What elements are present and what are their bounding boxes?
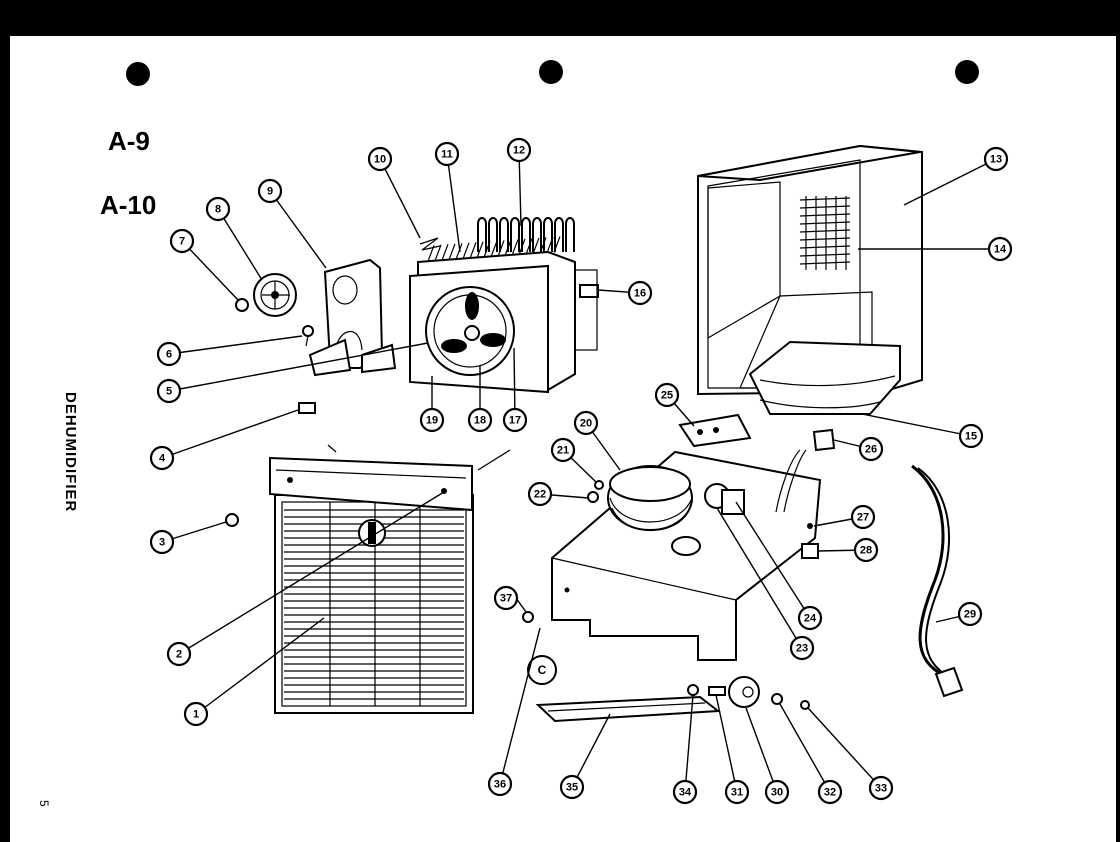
callout-10: 10	[367, 146, 393, 172]
callout-label: 29	[964, 609, 976, 621]
callout-15: 15	[958, 423, 984, 449]
callout-25: 25	[654, 382, 680, 408]
callout-label: 10	[374, 154, 386, 166]
callout-label: 3	[159, 537, 165, 549]
callout-label: 5	[166, 386, 172, 398]
callout-37: 37	[493, 585, 519, 611]
callout-26: 26	[858, 436, 884, 462]
callout-8: 8	[205, 196, 231, 222]
callout-label: 32	[824, 787, 836, 799]
model-title-a10: A-10	[100, 190, 156, 220]
binder-hole-center	[539, 60, 563, 84]
callout-label: 21	[557, 445, 569, 457]
callout-17: 17	[502, 407, 528, 433]
callout-3: 3	[149, 529, 175, 555]
cabinet-drawing	[697, 144, 923, 415]
callout-label: 25	[661, 390, 673, 402]
mounting-hardware-drawing: C	[522, 611, 810, 723]
callout-label: 16	[634, 288, 646, 300]
callout-label: 27	[857, 512, 869, 524]
compressor-base-drawing	[551, 413, 836, 661]
callout-label: 15	[965, 431, 977, 443]
callout-4: 4	[149, 445, 175, 471]
callout-16: 16	[627, 280, 653, 306]
motor-bracket-drawing	[308, 258, 397, 377]
callout-label: 37	[500, 593, 512, 605]
callout-24: 24	[797, 605, 823, 631]
callout-30: 30	[764, 779, 790, 805]
callout-18: 18	[467, 407, 493, 433]
callout-label: 33	[875, 783, 887, 795]
fan-motor-drawing	[235, 273, 297, 317]
callout-label: 28	[860, 545, 872, 557]
callout-label: 31	[731, 787, 743, 799]
callout-label: 19	[426, 415, 438, 427]
binder-hole-left	[126, 62, 150, 86]
callout-label: 8	[215, 204, 221, 216]
callout-5: 5	[156, 378, 182, 404]
callout-14: 14	[987, 236, 1013, 262]
callout-23: 23	[789, 635, 815, 661]
callout-label: 24	[804, 613, 817, 625]
callout-11: 11	[434, 141, 460, 167]
callout-1: 1	[183, 701, 209, 727]
callout-label: 6	[166, 349, 172, 361]
callout-label: 7	[179, 236, 185, 248]
page-number: 5	[37, 800, 51, 807]
callout-22: 22	[527, 481, 553, 507]
callout-6: 6	[156, 341, 182, 367]
callout-33: 33	[868, 775, 894, 801]
callout-label: 14	[994, 244, 1007, 256]
callout-28: 28	[853, 537, 879, 563]
nut-3-drawing	[225, 513, 239, 527]
clip-4-drawing	[298, 402, 316, 414]
callout-label: 17	[509, 415, 521, 427]
model-title-a9: A-9	[108, 126, 150, 156]
callout-label: 30	[771, 787, 783, 799]
screw-6-drawing	[302, 325, 314, 347]
callout-20: 20	[573, 410, 599, 436]
power-cord-drawing	[911, 464, 964, 698]
callout-35: 35	[559, 774, 585, 800]
callout-36: 36	[487, 771, 513, 797]
evaporator-assembly-drawing	[409, 217, 599, 394]
callout-27: 27	[850, 504, 876, 530]
callout-21: 21	[550, 437, 576, 463]
callout-label: 13	[990, 154, 1002, 166]
callout-label: 34	[679, 787, 692, 799]
callout-2: 2	[166, 641, 192, 667]
callout-label: 9	[267, 186, 273, 198]
callout-label: 18	[474, 415, 486, 427]
callout-label: 11	[441, 149, 453, 161]
callout-label: 2	[176, 649, 182, 661]
callout-31: 31	[724, 779, 750, 805]
callout-label: 36	[494, 779, 506, 791]
callout-19: 19	[419, 407, 445, 433]
callout-13: 13	[983, 146, 1009, 172]
callout-29: 29	[957, 601, 983, 627]
callout-label: 1	[193, 709, 199, 721]
callout-label: 35	[566, 782, 578, 794]
control-panel-drawing	[269, 444, 511, 512]
callout-label: 12	[513, 145, 525, 157]
callout-32: 32	[817, 779, 843, 805]
callout-9: 9	[257, 178, 283, 204]
callout-34: 34	[672, 779, 698, 805]
callout-label: 22	[534, 489, 546, 501]
inset-letter: C	[538, 663, 547, 677]
binder-hole-right	[955, 60, 979, 84]
callout-7: 7	[169, 228, 195, 254]
callout-label: 20	[580, 418, 592, 430]
callout-12: 12	[506, 137, 532, 163]
side-label: DEHUMIDIFIER	[62, 392, 79, 512]
callout-label: 4	[159, 453, 166, 465]
callout-label: 23	[796, 643, 808, 655]
callout-label: 26	[865, 444, 877, 456]
